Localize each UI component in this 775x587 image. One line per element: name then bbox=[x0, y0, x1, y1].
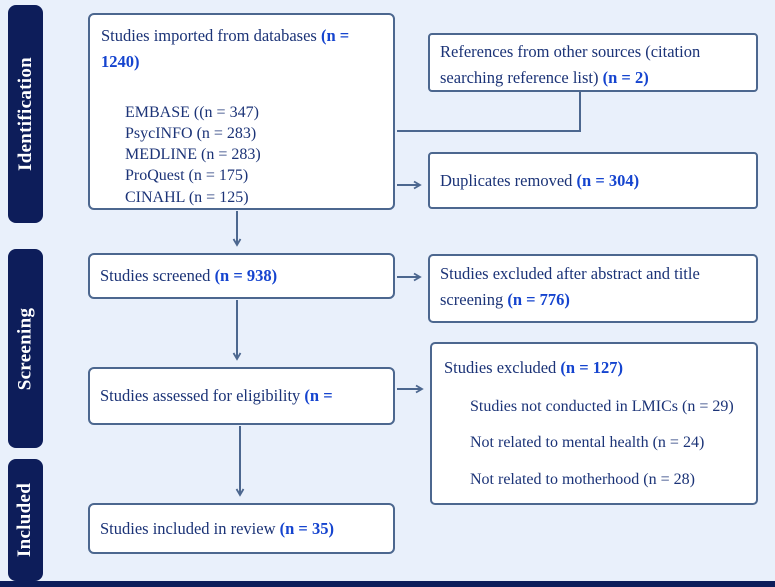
box-studies-imported: Studies imported from databases (n = 124… bbox=[88, 13, 395, 210]
stage-bar-screening: Screening bbox=[8, 249, 43, 448]
studies-included-line: Studies included in review (n = 35) bbox=[100, 516, 334, 542]
screened-count: (n = 938) bbox=[214, 266, 278, 286]
database-item: CINAHL (n = 125) bbox=[125, 188, 249, 206]
stage-label-identification: Identification bbox=[14, 57, 36, 171]
excluded-screening-count: (n = 776) bbox=[507, 289, 570, 309]
exclusion-reason: Not related to mental health (n = 24) bbox=[470, 434, 705, 452]
excluded-count: (n = 127) bbox=[560, 358, 623, 377]
exclusion-reason: Studies not conducted in LMICs (n = 29) bbox=[470, 397, 734, 415]
box-studies-screened: Studies screened (n = 938) bbox=[88, 253, 395, 299]
duplicates-count: (n = 304) bbox=[576, 170, 640, 190]
box-studies-imported-title: Studies imported from databases (n = 124… bbox=[101, 23, 383, 74]
database-item: ProQuest (n = 175) bbox=[125, 167, 249, 185]
database-item: EMBASE ((n = 347) bbox=[125, 104, 259, 122]
box-studies-excluded: Studies excluded (n = 127) Studies not c… bbox=[430, 342, 758, 505]
box-references-other-sources: References from other sources (citation … bbox=[428, 33, 758, 92]
duplicates-text: Duplicates removed bbox=[440, 170, 577, 190]
eligibility-count: (n = bbox=[304, 386, 333, 406]
stage-bar-included: Included bbox=[8, 459, 43, 581]
connector-other-sources-to-imported bbox=[397, 92, 581, 132]
database-item: PsycINFO (n = 283) bbox=[125, 125, 257, 143]
box-excluded-after-screening: Studies excluded after abstract and titl… bbox=[428, 254, 758, 323]
eligibility-text: Studies assessed for eligibility bbox=[100, 386, 305, 406]
studies-screened-line: Studies screened (n = 938) bbox=[100, 263, 277, 289]
stage-bar-identification: Identification bbox=[8, 5, 43, 223]
references-text: References from other sources (citation … bbox=[440, 42, 701, 87]
box-duplicates-removed: Duplicates removed (n = 304) bbox=[428, 152, 758, 209]
stage-label-included: Included bbox=[14, 482, 36, 558]
exclusion-reason: Not related to motherhood (n = 28) bbox=[470, 471, 695, 489]
included-text: Studies included in review bbox=[100, 518, 280, 538]
studies-excluded-title: Studies excluded (n = 127) bbox=[444, 355, 746, 381]
excluded-screening-text: Studies excluded after abstract and titl… bbox=[440, 264, 700, 309]
bottom-border-strip bbox=[0, 581, 775, 587]
box-studies-included: Studies included in review (n = 35) bbox=[88, 503, 395, 554]
database-item: MEDLINE (n = 283) bbox=[125, 146, 261, 164]
studies-imported-text: Studies imported from databases bbox=[101, 26, 321, 45]
screened-text: Studies screened bbox=[100, 266, 215, 286]
excluded-text: Studies excluded bbox=[444, 358, 561, 377]
box-assessed-eligibility: Studies assessed for eligibility (n = bbox=[88, 367, 395, 425]
duplicates-removed-line: Duplicates removed (n = 304) bbox=[440, 168, 639, 194]
database-list: EMBASE ((n = 347) PsycINFO (n = 283) MED… bbox=[125, 102, 383, 208]
stage-label-screening: Screening bbox=[14, 307, 36, 390]
included-count: (n = 35) bbox=[279, 518, 334, 538]
assessed-eligibility-line: Studies assessed for eligibility (n = bbox=[100, 383, 333, 409]
studies-imported-count: (n = 1240) bbox=[101, 26, 350, 71]
references-count: (n = 2) bbox=[602, 67, 649, 87]
